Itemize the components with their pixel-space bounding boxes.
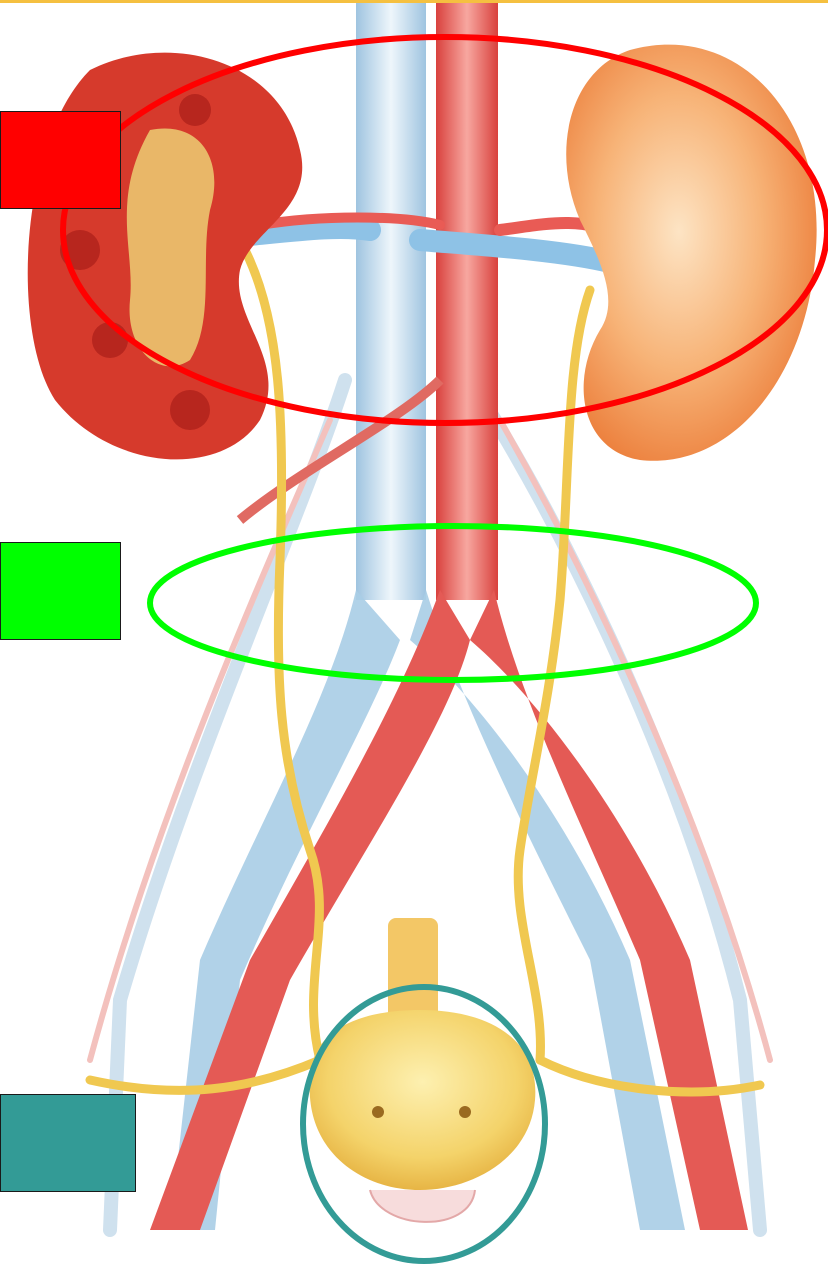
urinary-bladder bbox=[310, 918, 536, 1222]
bladder-label-text bbox=[1, 1095, 135, 1191]
top-border-line bbox=[0, 0, 828, 3]
bladder-label-box bbox=[0, 1094, 136, 1192]
renal-vessels bbox=[250, 218, 620, 263]
ureters-label-text bbox=[1, 543, 120, 639]
kidneys-label-box bbox=[0, 111, 121, 209]
ureters-label-box bbox=[0, 542, 121, 640]
right-kidney bbox=[566, 45, 816, 461]
kidneys-label-text bbox=[1, 112, 120, 208]
